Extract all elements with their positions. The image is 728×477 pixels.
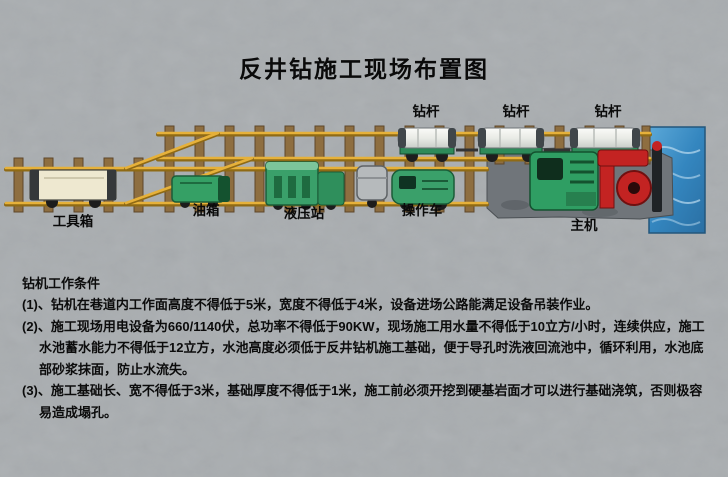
page-title: 反井钻施工现场布置图 bbox=[239, 56, 489, 82]
toolbox-label: 工具箱 bbox=[53, 213, 94, 229]
drill-rod-label-1: 钻杆 bbox=[413, 103, 440, 119]
conditions-heading: 钻机工作条件 bbox=[22, 276, 101, 291]
condition-item-3: (3)、施工基础长、宽不得低于3米，基础厚度不得低于1米，施工前必须开挖到硬基岩… bbox=[22, 383, 703, 420]
hydraulic-station-graphic bbox=[265, 161, 345, 210]
drill-rod-car-1 bbox=[397, 127, 457, 162]
drill-rod-label-2: 钻杆 bbox=[503, 103, 531, 119]
main-machine-label: 主机 bbox=[571, 217, 599, 233]
working-conditions: 钻机工作条件 (1)、钻机在巷道内工作面高度不得低于5米，宽度不得低于4米，设备… bbox=[22, 274, 714, 423]
drill-rod-car-2 bbox=[477, 127, 545, 162]
oil-tank-label: 油箱 bbox=[193, 202, 220, 218]
condition-item-1: (1)、钻机在巷道内工作面高度不得低于5米，宽度不得低于4米，设备进场公路能满足… bbox=[22, 297, 599, 312]
operation-car-label: 操作车 bbox=[402, 202, 443, 218]
tank-car-graphic bbox=[356, 165, 388, 208]
drill-rod-label-3: 钻杆 bbox=[595, 103, 623, 119]
condition-item-2: (2)、施工现场用电设备为660/1140伏，总功率不得低于90KW，现场施工用… bbox=[22, 318, 705, 377]
toolbox-graphic bbox=[29, 169, 117, 208]
oil-tank-graphic bbox=[171, 175, 230, 208]
hydraulic-station-label: 液压站 bbox=[284, 205, 325, 221]
operation-car-graphic bbox=[391, 169, 455, 210]
main-machine-graphic bbox=[529, 141, 662, 212]
